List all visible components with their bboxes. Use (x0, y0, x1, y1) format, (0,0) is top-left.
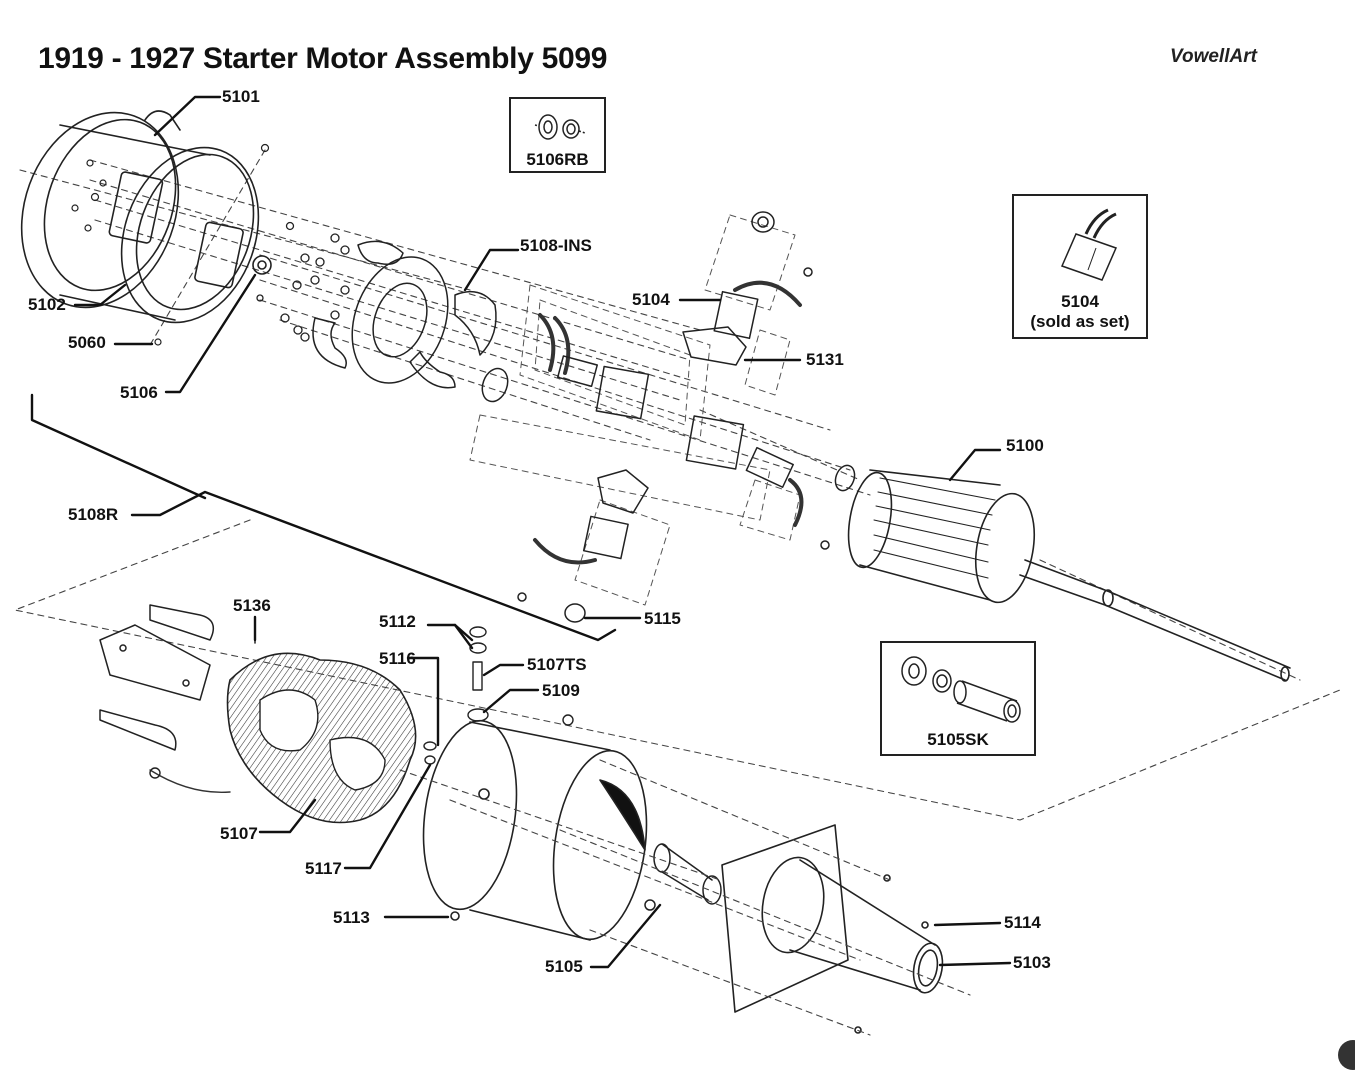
armature-5100 (847, 469, 1291, 682)
callout-5114: 5114 (1004, 913, 1041, 932)
callout-5107: 5107 (220, 824, 258, 843)
callout-5106: 5106 (120, 383, 158, 402)
lower-brush-holders (517, 469, 649, 623)
assembly-axis-lines (19, 149, 1301, 681)
callout-5108r: 5108R (68, 505, 119, 524)
field-frame (422, 719, 648, 941)
callout-5103: 5103 (1013, 953, 1051, 972)
callout-5131: 5131 (806, 350, 844, 369)
callout-5104: 5104 (632, 290, 670, 309)
callout-5060: 5060 (68, 333, 106, 352)
brush-holder-5131 (682, 326, 747, 366)
callout-5105: 5105 (545, 957, 583, 976)
callout-5107ts: 5107TS (527, 655, 587, 674)
callout-5108-ins: 5108-INS (520, 236, 592, 255)
seal-and-bushing-icon (901, 656, 1021, 723)
upper-brush-holders (538, 313, 856, 550)
callout-5136: 5136 (233, 596, 271, 615)
callout-5117: 5117 (305, 859, 342, 878)
callout-5102: 5102 (28, 295, 66, 314)
kit-note-sold-as-set: (sold as set) (1030, 312, 1130, 331)
callout-5109: 5109 (542, 681, 580, 700)
callout-5101: 5101 (222, 87, 260, 106)
insulator-5108-ins (454, 290, 497, 356)
callout-5116: 5116 (379, 649, 416, 668)
brush-5104-upper (682, 211, 813, 366)
field-group-boundary (14, 519, 1341, 821)
kit-label-5106rb: 5106RB (526, 150, 589, 169)
field-coil-5107 (149, 652, 417, 824)
kit-label-5104: 5104 (1061, 292, 1099, 311)
callout-5113: 5113 (333, 908, 370, 927)
bushing-5105 (644, 843, 722, 911)
brush-plate-5108r (312, 240, 509, 403)
callout-5115: 5115 (644, 609, 681, 628)
kit-box-5104-set: 5104 (sold as set) (1012, 194, 1148, 339)
callout-leaders (30, 95, 1012, 969)
bolt-cluster (256, 221, 350, 342)
callout-5112: 5112 (379, 612, 416, 631)
bearing-and-bushing-icon (534, 114, 586, 140)
kit-label-5105sk: 5105SK (927, 730, 989, 749)
diagram-title: 1919 - 1927 Starter Motor Assembly 5099 (38, 42, 608, 75)
brand-credit: VowellArt (1170, 46, 1257, 67)
callout-5100: 5100 (1006, 436, 1044, 455)
page-corner-artifact (1338, 1040, 1355, 1070)
kit-box-5105sk: 5105SK (880, 641, 1036, 756)
drive-end-housing-5103 (721, 824, 944, 1034)
commutator-end-housing-5102 (20, 110, 272, 324)
housing-pins (71, 143, 270, 346)
brush-icon (1060, 208, 1118, 281)
kit-box-5106rb: 5106RB (509, 97, 606, 173)
